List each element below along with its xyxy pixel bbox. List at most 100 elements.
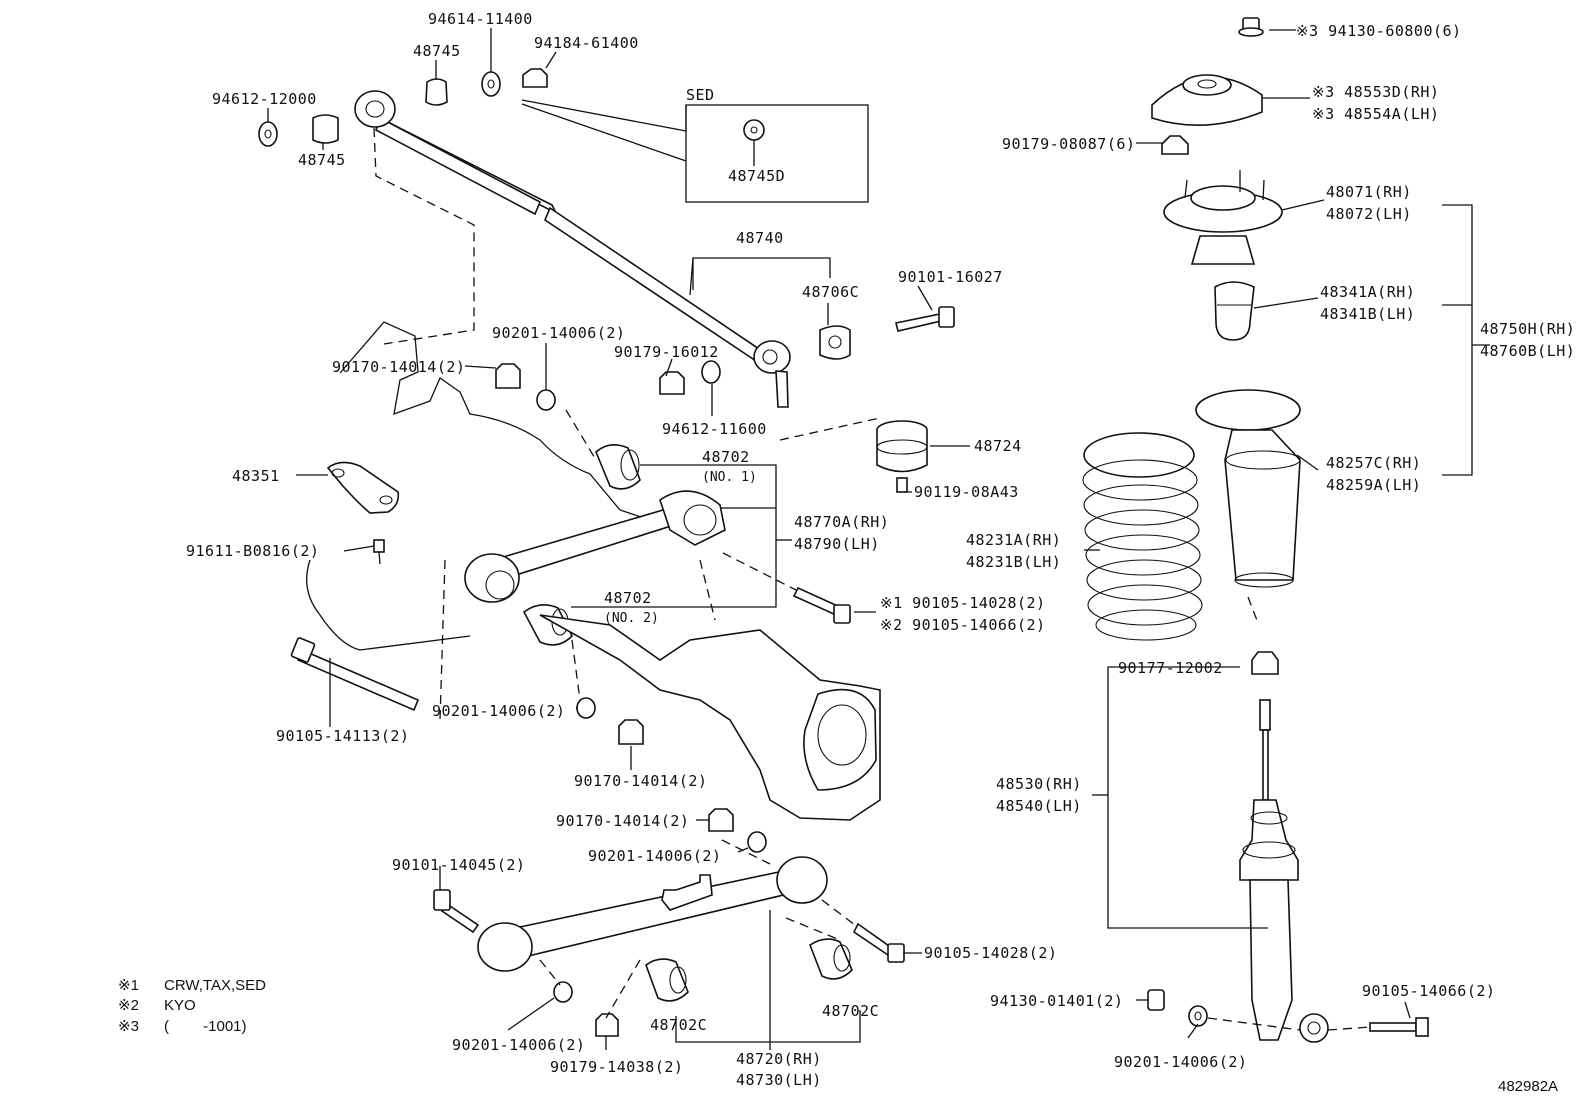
- label-90105-14066-note2: ※2 90105-14066(2): [880, 616, 1046, 634]
- label-no2: (NO. 2): [604, 611, 659, 626]
- label-90201-14006-low: 90201-14006(2): [588, 847, 721, 865]
- nut-part: [618, 719, 644, 745]
- nut-part: [708, 808, 734, 832]
- coil-spring-part: [1082, 432, 1203, 641]
- leader-lines: [267, 28, 1490, 1050]
- label-48702C-right: 48702C: [822, 1002, 879, 1020]
- label-48770A: 48770A(RH): [794, 513, 889, 531]
- shock-absorber-part: [1239, 699, 1329, 1043]
- bolt-part: [852, 922, 905, 963]
- label-90201-14006-mid: 90201-14006(2): [432, 702, 565, 720]
- lateral-control-rod-part: [354, 90, 791, 408]
- label-48750H: 48750H(RH): [1480, 320, 1575, 338]
- bolt-part: [433, 889, 480, 934]
- label-48231A: 48231A(RH): [966, 531, 1061, 549]
- label-48702-no2: 48702: [604, 589, 652, 607]
- bolt-part: [896, 477, 908, 493]
- label-48553D: ※3 48553D(RH): [1312, 83, 1439, 101]
- label-48231B: 48231B(LH): [966, 553, 1061, 571]
- label-no1: (NO. 1): [702, 470, 757, 485]
- bump-stopper-part: [1214, 281, 1255, 341]
- bolt-part: [373, 539, 385, 565]
- label-94130-60800: ※3 94130-60800(6): [1296, 22, 1462, 40]
- label-48341B: 48341B(LH): [1320, 305, 1415, 323]
- bushing-part: [819, 325, 851, 360]
- label-48351: 48351: [232, 467, 280, 485]
- label-48341A: 48341A(RH): [1320, 283, 1415, 301]
- label-48702C-left: 48702C: [650, 1016, 707, 1034]
- label-48740: 48740: [736, 229, 784, 247]
- axle-carrier-part: [539, 559, 881, 821]
- bolt-part: [792, 586, 851, 624]
- label-sed: SED: [686, 86, 715, 104]
- bushing-part: [595, 444, 641, 490]
- cushion-part: [425, 78, 448, 106]
- label-48745-top: 48745: [413, 42, 461, 60]
- label-90105-14028-low: 90105-14028(2): [924, 944, 1057, 962]
- washer-part: [701, 360, 721, 384]
- sed-variant-box: [521, 99, 869, 203]
- legend-text-2: KYO: [164, 997, 196, 1014]
- label-90170-14014-mid: 90170-14014(2): [574, 772, 707, 790]
- label-94612-12000: 94612-12000: [212, 90, 317, 108]
- label-94184-61400: 94184-61400: [534, 34, 639, 52]
- legend-mark-1: ※1: [118, 977, 139, 994]
- label-90177-12002: 90177-12002: [1118, 659, 1223, 677]
- label-48706C: 48706C: [802, 283, 859, 301]
- figure-id: 482982A: [1498, 1078, 1558, 1095]
- label-48554A: ※3 48554A(LH): [1312, 105, 1439, 123]
- label-48530: 48530(RH): [996, 775, 1082, 793]
- label-48259A: 48259A(LH): [1326, 476, 1421, 494]
- label-90201-14006-right: 90201-14006(2): [1114, 1053, 1247, 1071]
- label-94130-01401: 94130-01401(2): [990, 992, 1123, 1010]
- label-91611-B0816: 91611-B0816(2): [186, 542, 319, 560]
- label-48720: 48720(RH): [736, 1050, 822, 1068]
- bracket-part: [326, 461, 400, 514]
- legend-text-3: ( -1001): [164, 1018, 247, 1035]
- label-48071: 48071(RH): [1326, 183, 1412, 201]
- label-90170-14014-top: 90170-14014(2): [332, 358, 465, 376]
- label-48760B: 48760B(LH): [1480, 342, 1575, 360]
- label-48072: 48072(LH): [1326, 205, 1412, 223]
- label-90201-14006-top: 90201-14006(2): [492, 324, 625, 342]
- nut-part: [595, 1013, 619, 1037]
- label-48540: 48540(LH): [996, 797, 1082, 815]
- suspension-support-part: [1151, 74, 1263, 126]
- spring-bumper-boot-part: [1195, 389, 1301, 624]
- bushing-part: [645, 958, 689, 1002]
- legend-mark-3: ※3: [118, 1018, 139, 1035]
- flange-nut-part: [1238, 17, 1264, 37]
- label-90170-14014-low: 90170-14014(2): [556, 812, 689, 830]
- lock-nut-part: [1251, 651, 1279, 675]
- label-48745D: 48745D: [728, 167, 785, 185]
- label-90201-14006-bottom: 90201-14006(2): [452, 1036, 585, 1054]
- legend-text-1: CRW,TAX,SED: [164, 977, 266, 994]
- spring-upper-seat-part: [1163, 170, 1283, 265]
- label-90179-14038: 90179-14038(2): [550, 1058, 683, 1076]
- bolt-part: [895, 306, 955, 332]
- lower-control-arm-part: [477, 856, 828, 972]
- label-90101-16027: 90101-16027: [898, 268, 1003, 286]
- footnote-legend: ※1 CRW,TAX,SED ※2 KYO ※3 ( -1001): [118, 977, 266, 1035]
- washer-part: [576, 697, 596, 719]
- washer-part: [536, 389, 556, 411]
- label-48790: 48790(LH): [794, 535, 880, 553]
- label-48702-no1: 48702: [702, 448, 750, 466]
- label-48257C: 48257C(RH): [1326, 454, 1421, 472]
- cushion-part: [876, 420, 928, 473]
- label-90105-14066-right: 90105-14066(2): [1362, 982, 1495, 1000]
- label-48724: 48724: [974, 437, 1022, 455]
- bolt-part: [1369, 1017, 1429, 1037]
- cushion-part: [312, 114, 339, 144]
- long-bolt-part: [290, 637, 420, 712]
- label-48745-left: 48745: [298, 151, 346, 169]
- label-90119-08A43: 90119-08A43: [914, 483, 1019, 501]
- upper-control-arm-part: [464, 490, 726, 603]
- nut-part: [659, 371, 685, 395]
- nut-part: [522, 68, 548, 88]
- nut-part: [495, 363, 521, 389]
- label-94614-11400: 94614-11400: [428, 10, 533, 28]
- label-90105-14113: 90105-14113(2): [276, 727, 409, 745]
- label-90105-14028-note1: ※1 90105-14028(2): [880, 594, 1046, 612]
